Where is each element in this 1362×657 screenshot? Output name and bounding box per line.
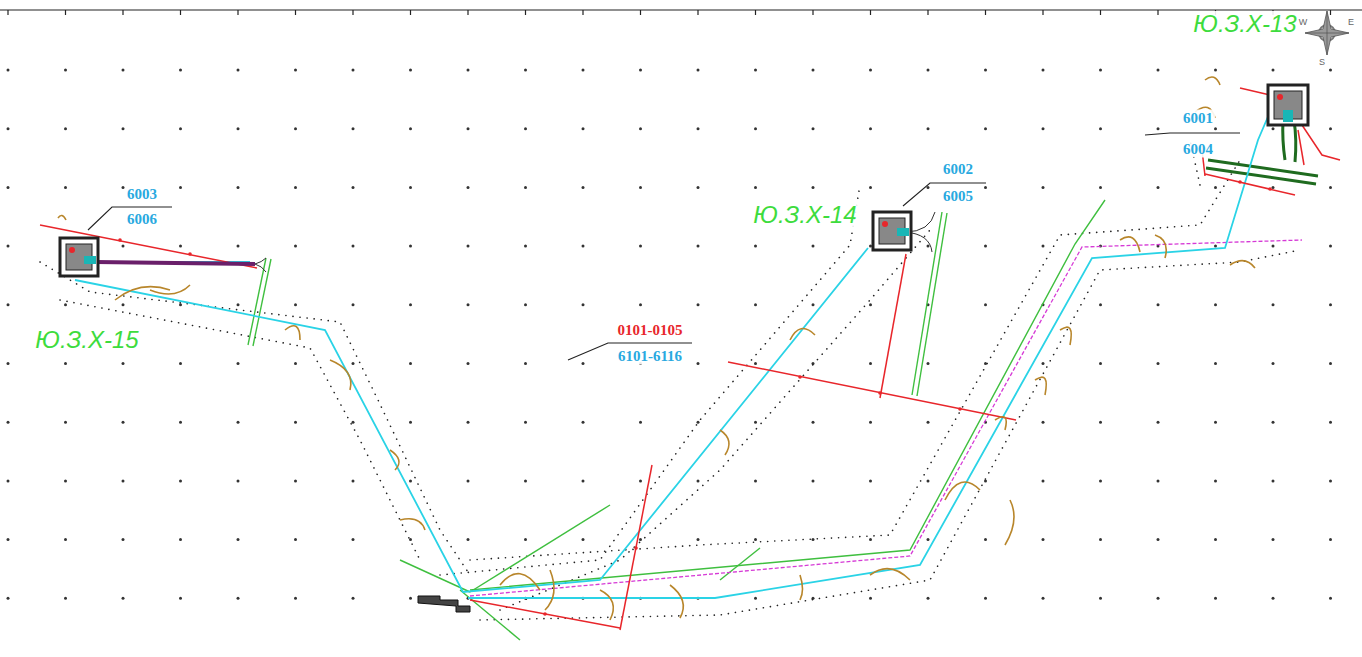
collection-point <box>418 596 470 612</box>
frame-ticks <box>8 10 1331 15</box>
callout-number: 6101-6116 <box>616 348 684 365</box>
road-line <box>248 200 1105 640</box>
well-pad <box>60 238 98 276</box>
cable-line <box>40 88 1340 630</box>
callout-number: 6002 <box>941 161 975 178</box>
coordinate-grid <box>7 69 1333 600</box>
callout-number: 6004 <box>1181 141 1215 158</box>
callout-number: 6005 <box>941 188 975 205</box>
compass-rose <box>1305 11 1349 55</box>
callout-number: 0101-0105 <box>616 322 685 339</box>
cable-ticks <box>118 180 1272 616</box>
pipe-stub <box>95 262 255 264</box>
callout-number: 6003 <box>125 186 159 203</box>
well-pad <box>1268 85 1308 125</box>
compass-letter: W <box>1297 17 1310 28</box>
pad-name: Ю.З.Х-15 <box>33 327 140 353</box>
terrain-contour <box>58 77 1255 620</box>
compass-letter: S <box>1317 57 1327 68</box>
flow-line <box>75 112 1270 598</box>
leader-line <box>88 133 1240 360</box>
well-pad <box>873 212 911 250</box>
callout-number: 6006 <box>125 211 159 228</box>
boundary-dots <box>40 140 1300 620</box>
pad-name: Ю.З.Х-14 <box>751 202 858 228</box>
callout-number: 6001 <box>1181 110 1215 127</box>
pipeline <box>470 240 1302 596</box>
pad-name: Ю.З.Х-13 <box>1191 11 1298 37</box>
compass-letter: E <box>1346 17 1356 28</box>
